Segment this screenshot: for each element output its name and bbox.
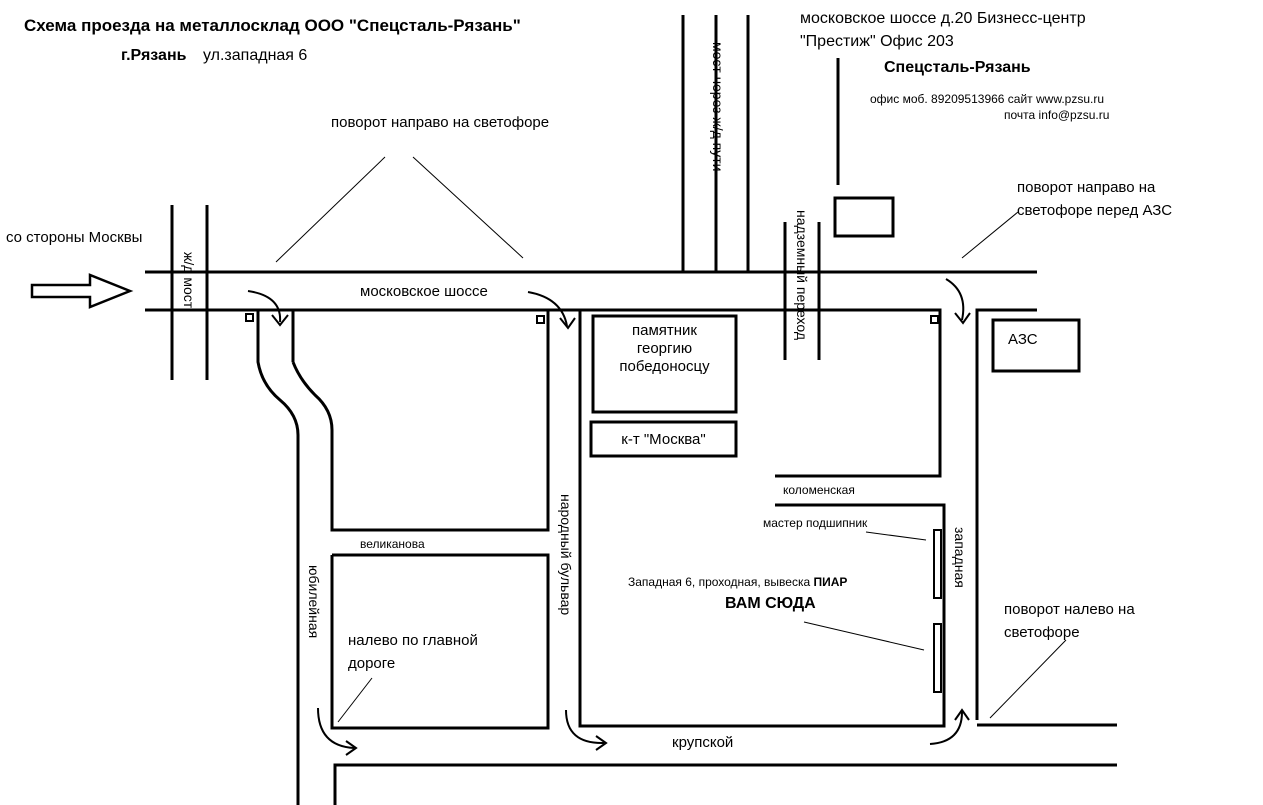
note-turn-right-light: поворот направо на светофоре — [331, 114, 550, 131]
destination-label: ВАМ СЮДА — [725, 595, 816, 612]
street-overpass: надземный переход — [794, 210, 810, 340]
street-moskovskoe: московское шоссе — [360, 283, 488, 300]
block-central-south — [578, 310, 946, 728]
bearing-shop-label: мастер подшипник — [763, 516, 868, 530]
entrance-note-text: Западная 6, проходная, вывеска — [628, 575, 811, 589]
street-zapadnaya: западная — [952, 527, 968, 588]
street-rail-bridge: ж/д мост — [181, 252, 197, 309]
entrance-sign: ПИАР — [813, 575, 848, 589]
note-turn-left-1: поворот налево на — [1004, 601, 1135, 618]
office-address-line1: московское шоссе д.20 Бизнесс-центр — [800, 10, 1086, 27]
company-name: Спецсталь-Рязань — [884, 59, 1031, 76]
map-title: Схема проезда на металлосклад ООО "Спецс… — [24, 16, 521, 35]
office-address-line2: "Престиж" Офис 203 — [800, 33, 954, 50]
block-central — [580, 308, 942, 478]
yubileynaya-inner-curve — [291, 361, 334, 431]
note-turn-right-gas-2: светофоре перед АЗС — [1017, 202, 1173, 219]
street-kolomenskaya: коломенская — [783, 483, 855, 497]
address-label: ул.западная 6 — [203, 47, 308, 64]
monument-box — [591, 314, 738, 414]
route-arrows — [247, 278, 971, 756]
note-turn-right-gas-1: поворот направо на — [1017, 179, 1156, 196]
gas-station-label: АЗС — [1008, 331, 1038, 348]
street-yubileynaya: юбилейная — [306, 565, 322, 639]
cinema-box — [589, 420, 738, 458]
office-box — [833, 196, 895, 238]
block-north-west — [291, 308, 550, 532]
office-contacts-1: офис моб. 89209513966 сайт www.pzsu.ru — [870, 92, 1105, 106]
bridge-over-railway — [681, 15, 750, 272]
street-narodny: народный бульвар — [558, 494, 574, 616]
note-main-road-2: дороге — [348, 655, 396, 672]
corner-marker-3 — [930, 315, 939, 324]
street-krupskoy: крупской — [672, 734, 734, 751]
from-moscow-arrow — [30, 273, 134, 309]
cinema-label: к-т "Москва" — [621, 431, 706, 448]
rail-bridge — [170, 205, 209, 380]
monument-label-1: памятник — [632, 322, 697, 339]
street-bridge-over-rail: мост через ж/д пути — [710, 42, 726, 172]
yubileynaya-road — [256, 310, 300, 805]
gas-station-box — [991, 318, 1081, 373]
note-turn-left-2: светофоре — [1004, 624, 1080, 641]
overpass — [783, 222, 821, 360]
pointer-lines — [275, 156, 1067, 723]
city-label: г.Рязань — [121, 47, 187, 64]
note-main-road-1: налево по главной — [348, 632, 478, 649]
corner-marker-2 — [536, 315, 545, 324]
monument-label-2: георгию — [636, 340, 693, 357]
entrance-note: Западная 6, проходная, вывеска ПИАР — [628, 575, 847, 589]
street-velikanova: великанова — [360, 537, 425, 551]
moskovskoe-shosse-road — [145, 270, 1037, 312]
entrance-marker — [933, 623, 942, 693]
krupskoy-road — [333, 763, 1117, 805]
block-south-west — [330, 553, 550, 730]
corner-marker-1 — [245, 313, 254, 322]
monument-label-3: победоносцу — [619, 358, 710, 375]
note-from-moscow: со стороны Москвы — [6, 229, 143, 246]
zapadnaya-road — [975, 308, 1037, 720]
office-contacts-2: почта info@pzsu.ru — [1004, 108, 1110, 122]
bearing-shop-marker — [933, 529, 942, 599]
